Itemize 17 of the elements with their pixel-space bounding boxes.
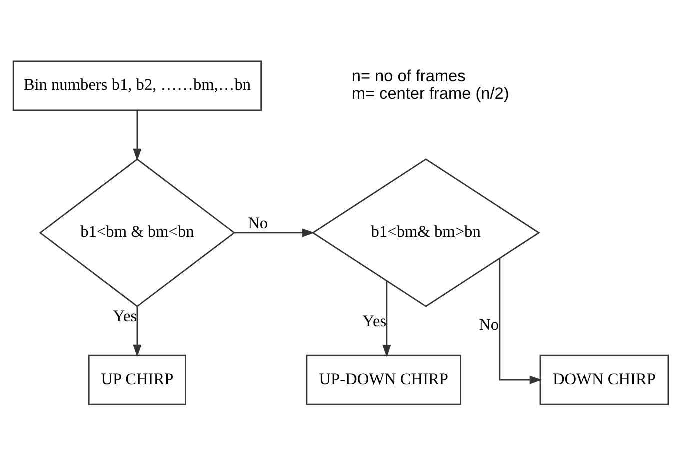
node-box: UP-DOWN CHIRP bbox=[306, 354, 462, 406]
label: n= no of frames bbox=[352, 67, 466, 86]
edge-label: No bbox=[479, 314, 500, 334]
node-diamond: b1<bm & bm<bn bbox=[39, 158, 236, 308]
label: m= center frame (n/2) bbox=[352, 85, 510, 104]
arrow bbox=[234, 228, 315, 238]
arrow bbox=[382, 281, 392, 358]
edge-label: Yes bbox=[113, 306, 138, 326]
node-box: UP CHIRP bbox=[88, 354, 186, 406]
arrow bbox=[499, 258, 542, 384]
node-diamond: b1<bm& bm>bn bbox=[312, 158, 540, 308]
edge-label: Yes bbox=[362, 312, 387, 331]
node-box: Bin numbers b1, b2, ……bm,…bn bbox=[12, 60, 262, 112]
arrow bbox=[133, 110, 142, 162]
arrow bbox=[133, 306, 142, 358]
node-box: DOWN CHIRP bbox=[540, 354, 670, 406]
edge-label: No bbox=[248, 213, 268, 232]
